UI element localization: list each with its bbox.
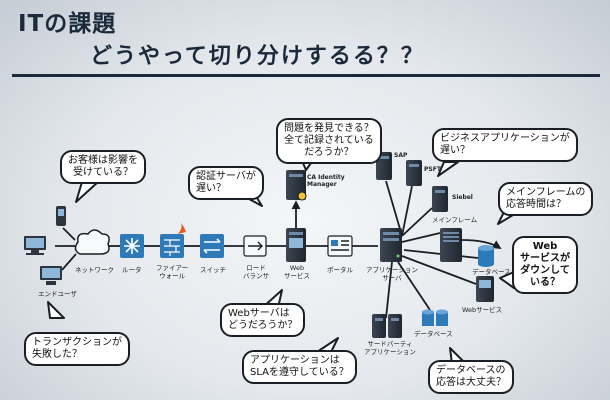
psft-server-icon <box>406 160 422 186</box>
label-database-right: データベース <box>472 268 511 276</box>
third-party-app-server-icon <box>372 314 402 338</box>
bubble-auth-server: 認証サーバが 遅い？ <box>188 166 264 200</box>
database-right-icon <box>478 245 494 267</box>
title-underline <box>12 74 600 77</box>
sap-server-icon <box>376 152 392 180</box>
tail-customer <box>75 181 99 203</box>
label-siebel: Siebel <box>452 194 473 201</box>
connector-mainframe-down <box>461 239 502 249</box>
bubble-business-app: ビジネスアプリケーションが 遅い？ <box>432 128 578 162</box>
switch-icon <box>200 234 224 258</box>
tail-transaction <box>47 301 65 319</box>
router-icon <box>120 234 144 258</box>
connector-app-db-bottom <box>397 261 431 311</box>
connector-app-webservice <box>401 255 477 285</box>
connector-user-network <box>61 253 77 271</box>
label-firewall: ファイアー ウォール <box>156 264 189 280</box>
bubble-db-response: データベースの 応答は大丈夫？ <box>428 360 514 394</box>
label-mainframe: メインフレーム <box>432 216 478 224</box>
web-service-right-icon <box>476 276 494 302</box>
label-web-service-right: Webサービス <box>462 306 503 314</box>
bubble-sla: アプリケーションは SLAを遵守している？ <box>242 350 357 384</box>
firewall-icon <box>160 222 186 258</box>
mainframe-icon <box>440 228 462 262</box>
label-network: ネットワーク <box>75 266 114 274</box>
label-database-bottom: データベース <box>414 330 453 338</box>
slide-title-line2: どうやって切り分けするる？？ <box>90 44 425 69</box>
label-portal: ポータル <box>327 266 353 274</box>
connector-app-psft <box>401 185 413 237</box>
bubble-mainframe-response: メインフレームの 応答時間は？ <box>498 182 594 216</box>
bubble-web-server: Webサーバは どうだろうか？ <box>220 303 306 337</box>
application-server-icon <box>380 228 402 262</box>
bubble-web-service-down: Web サービスが ダウンして いる？ <box>512 236 578 294</box>
database-bottom-icon <box>422 309 448 326</box>
connector-phone-network <box>62 227 76 241</box>
end-user-desktop-icon <box>40 266 62 285</box>
label-router: ルータ <box>122 266 142 274</box>
siebel-server-icon <box>432 186 448 212</box>
web-server-icon <box>286 228 306 262</box>
label-psft: PSFT <box>424 166 441 173</box>
identity-manager-server-icon <box>286 170 307 201</box>
bubble-problem-detection: 問題を発見できる？ 全て記録されている だろうか？ <box>276 118 382 164</box>
label-web-service: Web サービス <box>284 264 310 280</box>
connector-app-mainframe <box>401 232 441 243</box>
label-ca-identity: CA Identity Manager <box>307 174 345 188</box>
connector-app-thirdparty <box>385 261 393 319</box>
label-end-user: エンドユーザ <box>38 290 77 298</box>
bubble-customer-impact: お客様は影響を 受けている？ <box>60 150 146 184</box>
pc-icon <box>24 236 46 255</box>
load-balancer-icon <box>243 235 267 257</box>
label-switch: スイッチ <box>200 266 226 274</box>
tail-business <box>437 161 459 177</box>
connector-app-sap <box>385 180 403 237</box>
label-load-balancer: ロード バランサ <box>243 264 269 280</box>
network-cloud-icon <box>74 229 110 255</box>
label-third-party: サードパーティ アプリケーション <box>364 340 416 356</box>
portal-icon <box>327 235 353 257</box>
bubble-transaction-failed: トランザクションが 失敗した？ <box>24 332 130 366</box>
label-sap: SAP <box>394 152 408 159</box>
slide-title-line1: ITの課題 <box>18 11 117 37</box>
mobile-phone-icon <box>56 206 66 226</box>
label-app-server: アプリケーション サーバ <box>366 266 418 282</box>
connector-app-siebel <box>401 207 433 237</box>
